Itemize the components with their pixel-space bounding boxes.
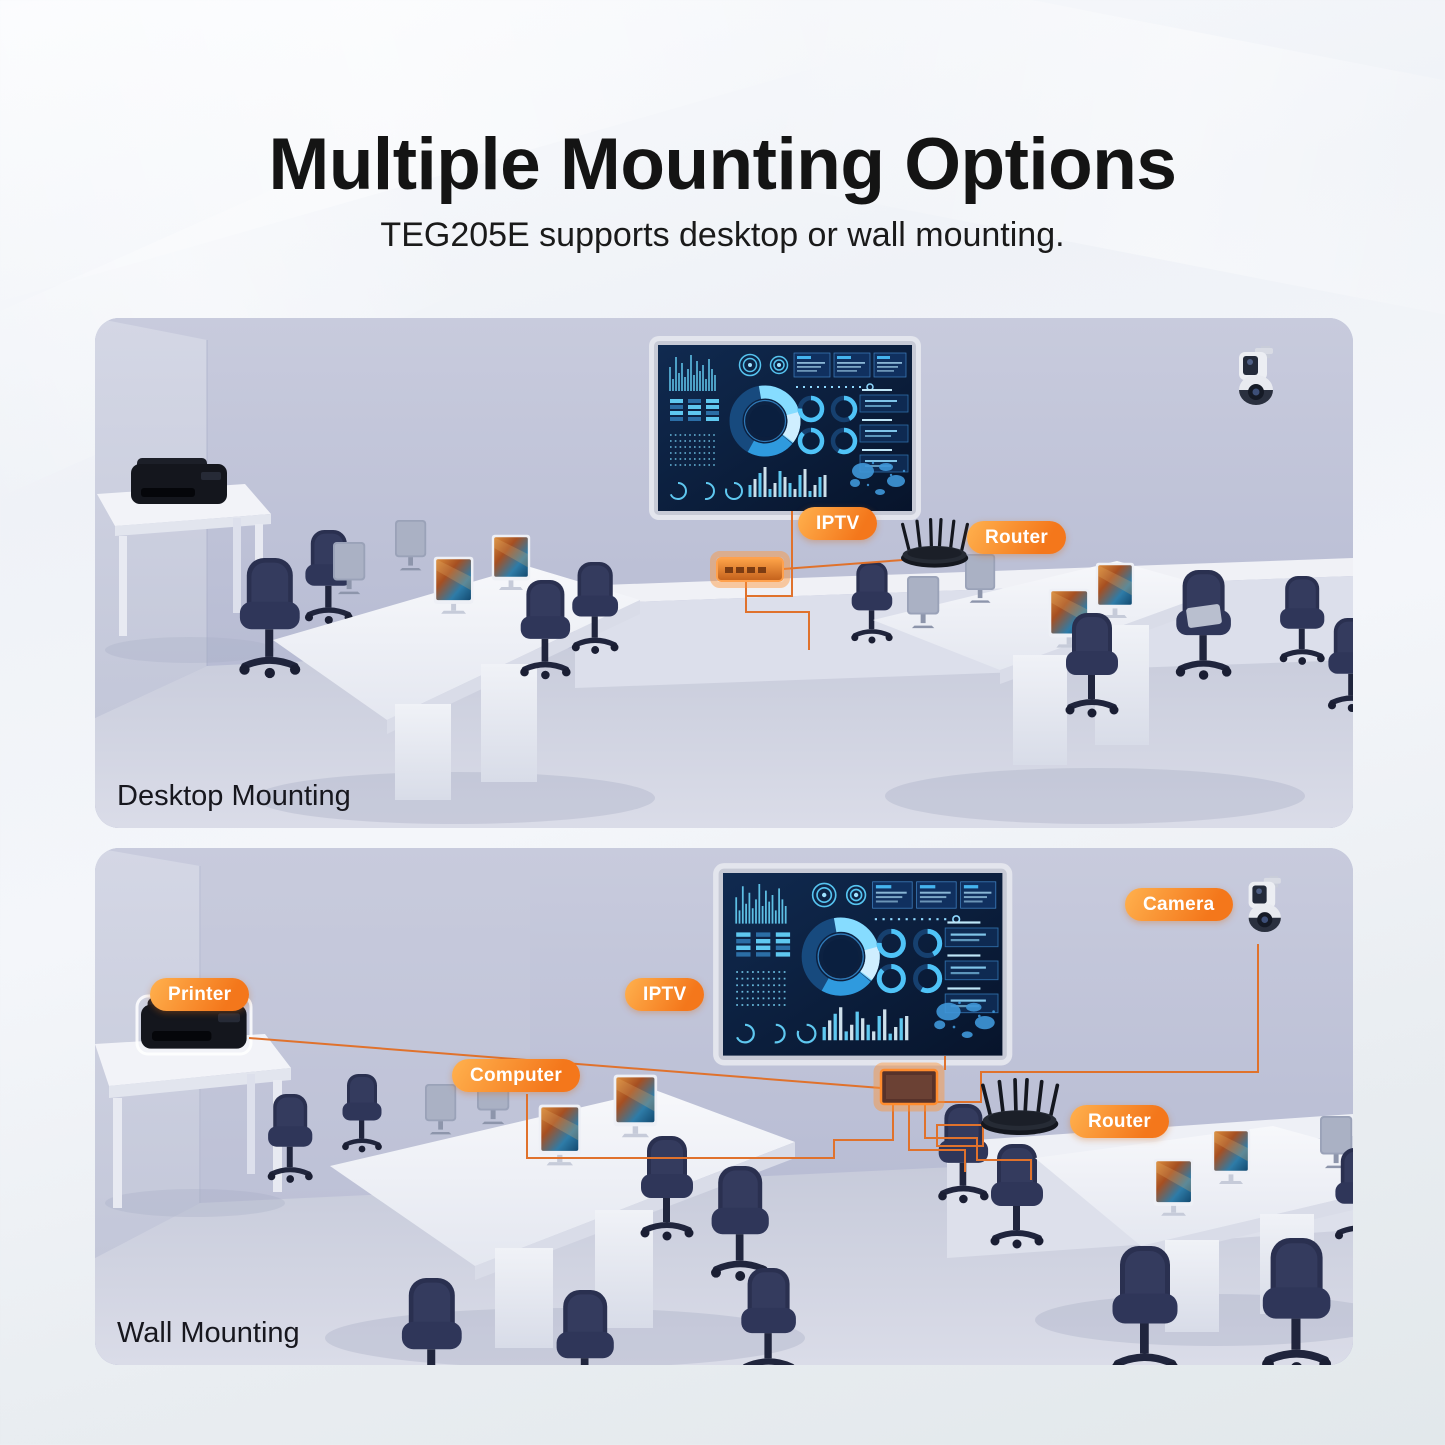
desktop-mounting-scene xyxy=(95,318,1353,828)
label-iptv: IPTV xyxy=(625,978,705,1011)
desk-cluster xyxy=(239,520,640,800)
switch-teg205e-icon xyxy=(873,1062,945,1112)
wall-mounting-scene xyxy=(95,848,1353,1365)
panel-caption: Wall Mounting xyxy=(117,1317,300,1349)
wall-mounting-panel: Printer IPTV Computer Camera Router Wall… xyxy=(95,848,1353,1365)
label-camera: Camera xyxy=(1125,888,1233,921)
label-iptv: IPTV xyxy=(798,507,878,540)
label-router: Router xyxy=(1070,1105,1170,1138)
tv-dashboard xyxy=(713,863,1012,1065)
wall-cabinet xyxy=(575,558,1353,604)
tv-dashboard xyxy=(649,336,921,520)
switch-teg205e-icon xyxy=(710,551,790,588)
desk-cluster xyxy=(938,1104,1353,1365)
label-printer: Printer xyxy=(150,978,250,1011)
panel-caption: Desktop Mounting xyxy=(117,780,351,812)
desk-cluster xyxy=(268,1072,797,1365)
label-computer: Computer xyxy=(452,1059,581,1092)
desktop-mounting-panel: IPTV Router Desktop Mounting xyxy=(95,318,1353,828)
page-title: Multiple Mounting Options xyxy=(268,123,1177,205)
desk-cluster xyxy=(851,554,1353,765)
wall-cabinet xyxy=(947,1114,1353,1164)
label-router: Router xyxy=(967,521,1067,554)
page-subtitle: TEG205E supports desktop or wall mountin… xyxy=(380,216,1065,254)
printer-icon xyxy=(131,458,227,504)
network-cables xyxy=(745,511,904,650)
